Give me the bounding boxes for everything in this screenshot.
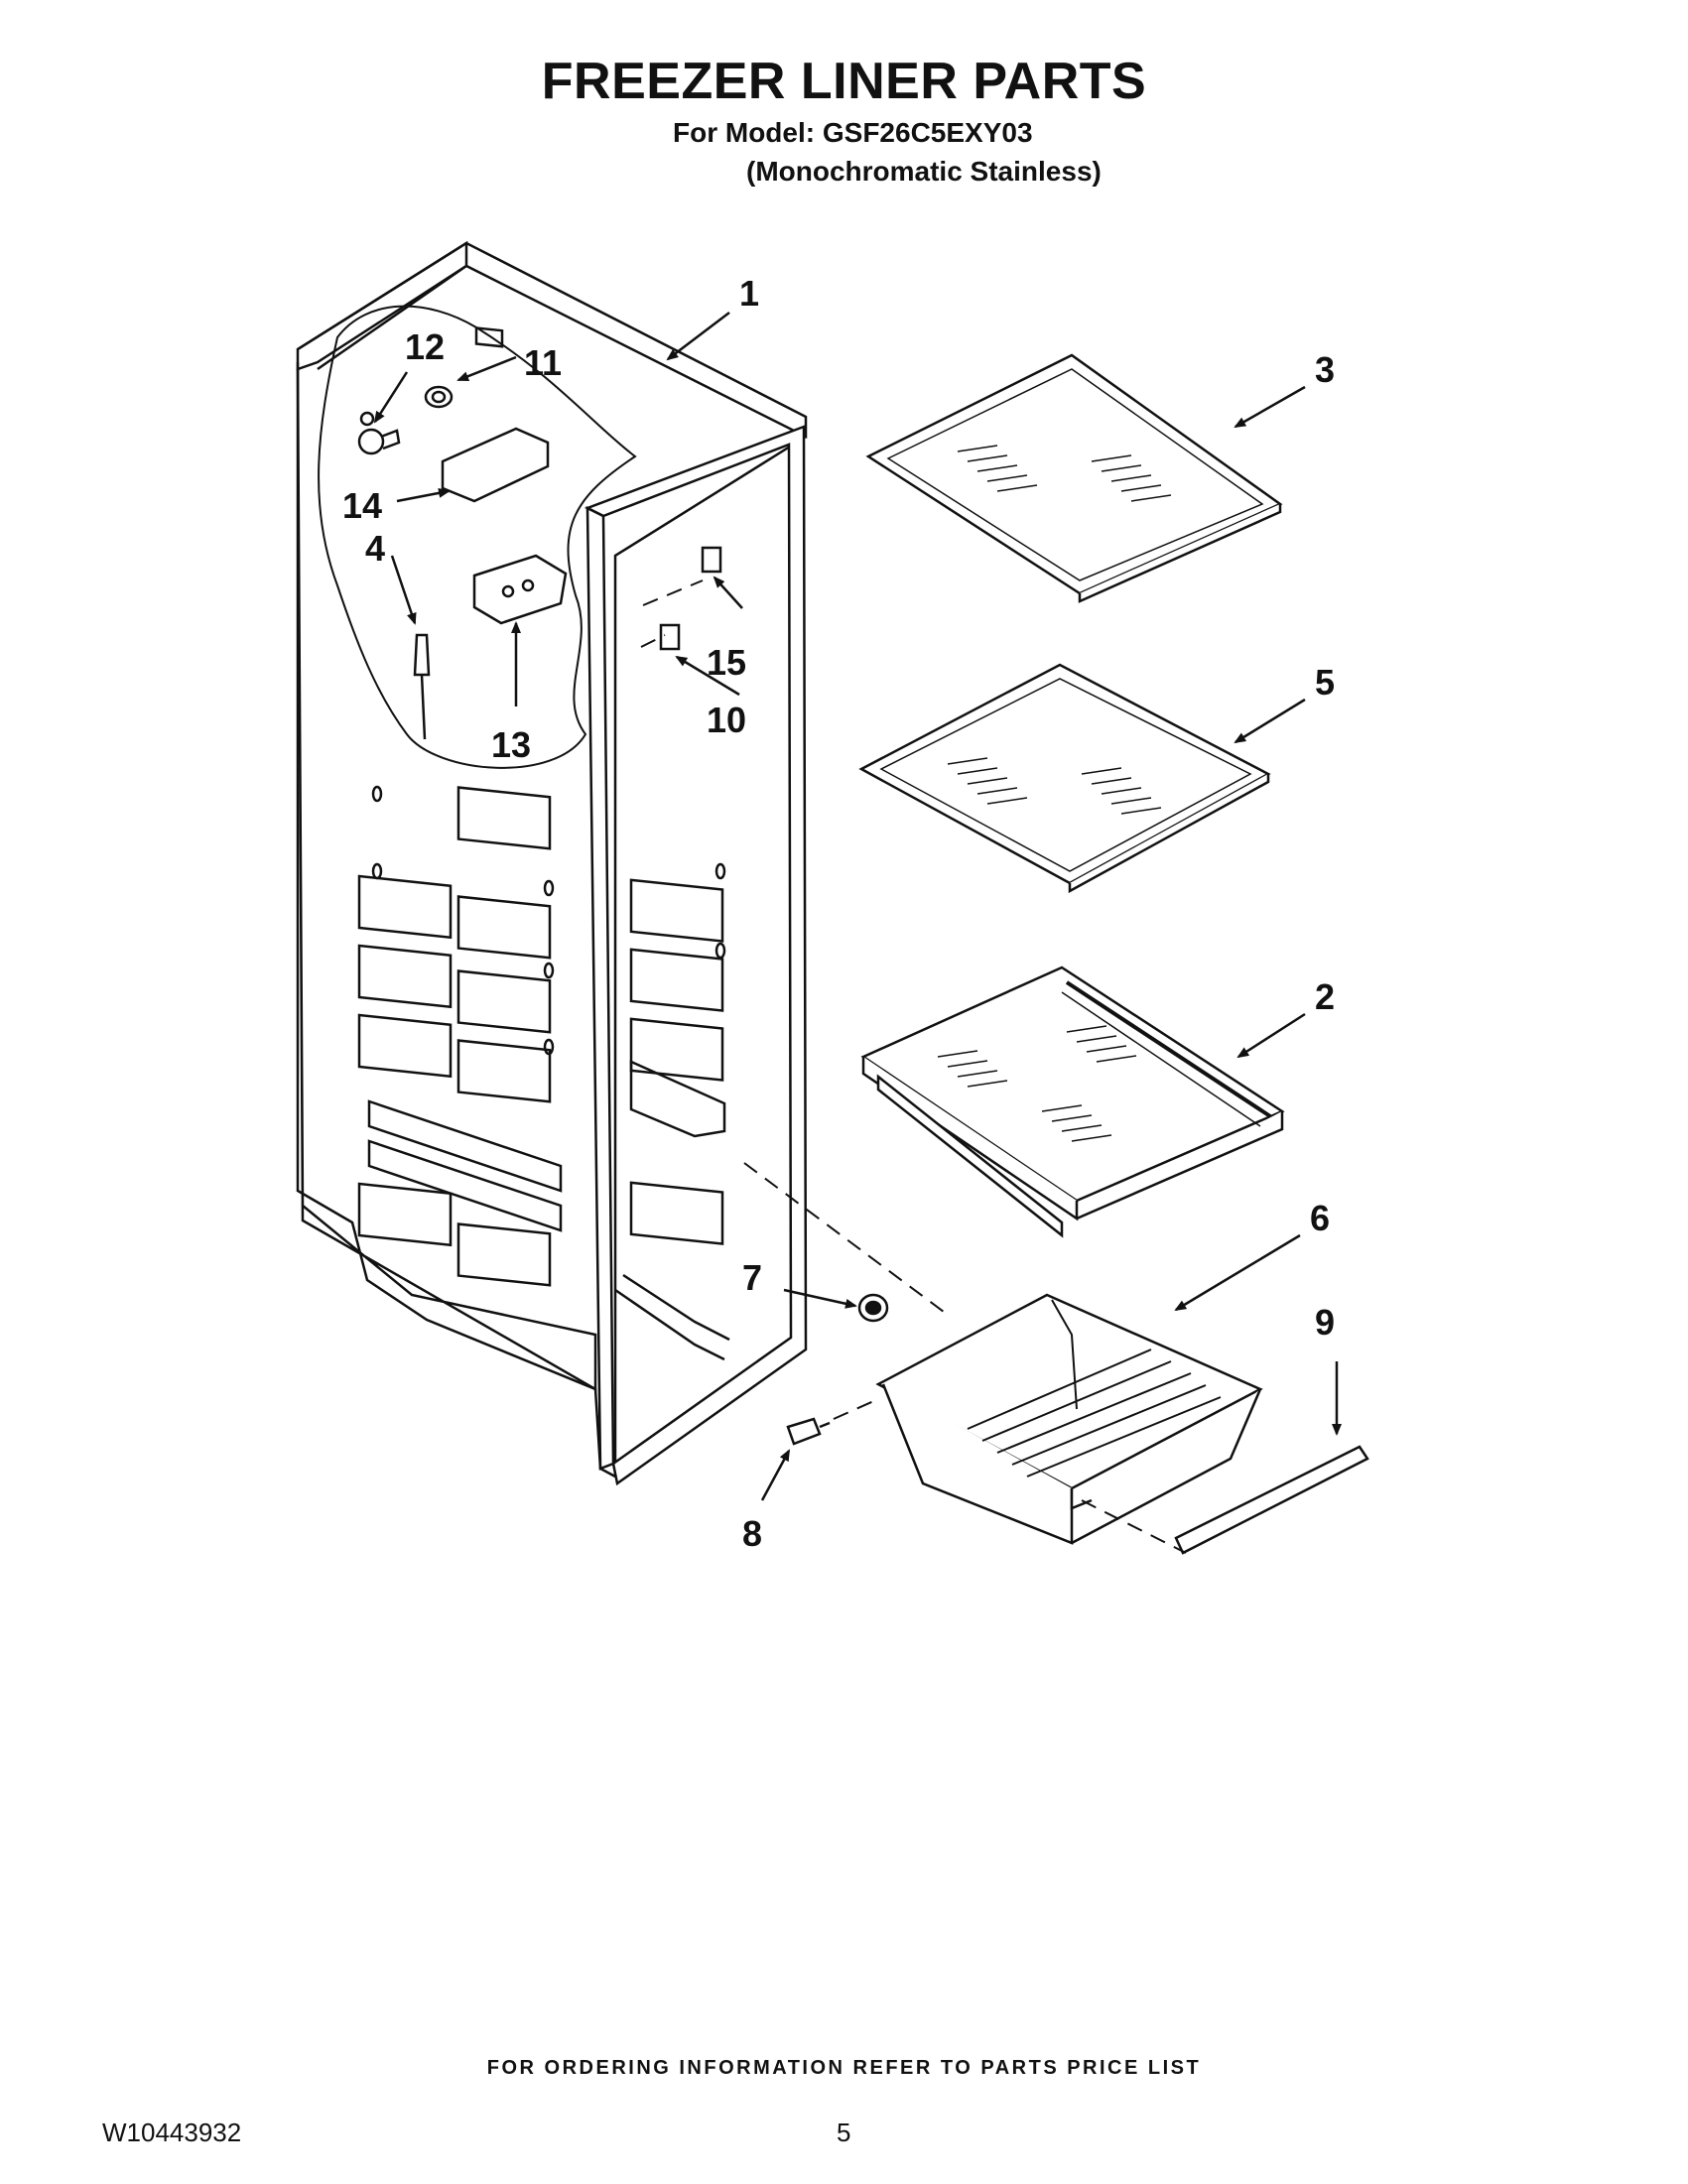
shelf-assembly-2	[860, 965, 1285, 1238]
variant-line: (Monochromatic Stainless)	[746, 156, 1102, 187]
wheel-7	[857, 1293, 889, 1323]
glass-shelf-5	[858, 663, 1271, 894]
callout-9: 9	[1315, 1302, 1335, 1343]
ordering-note: FOR ORDERING INFORMATION REFER TO PARTS …	[486, 2057, 1202, 2079]
callout-2: 2	[1315, 976, 1335, 1017]
callout-5: 5	[1315, 662, 1335, 703]
page-number: 5	[837, 2118, 851, 2147]
freezer-liner	[296, 240, 808, 1486]
callout-3: 3	[1315, 349, 1335, 390]
callout-8: 8	[742, 1513, 762, 1554]
model-line: For Model: GSF26C5EXY03	[673, 117, 1033, 148]
basket-trim-9	[1174, 1445, 1369, 1555]
callout-12: 12	[405, 326, 445, 367]
callout-14: 14	[342, 485, 382, 526]
callout-4: 4	[365, 528, 385, 569]
callout-11: 11	[524, 342, 562, 383]
assembly-lines	[640, 579, 1187, 1554]
document-number: W10443932	[102, 2118, 242, 2147]
screw-8	[786, 1417, 831, 1446]
freezer-basket-6	[875, 1293, 1263, 1545]
page-title: FREEZER LINER PARTS	[541, 53, 1147, 110]
leader-arrows	[373, 312, 1342, 1501]
callout-1: 1	[739, 273, 759, 314]
callout-10: 10	[707, 700, 746, 740]
callout-6: 6	[1310, 1198, 1330, 1238]
callout-13: 13	[491, 724, 531, 765]
callout-7: 7	[742, 1257, 762, 1298]
glass-shelf-3	[865, 353, 1283, 603]
callout-15: 15	[707, 642, 746, 683]
